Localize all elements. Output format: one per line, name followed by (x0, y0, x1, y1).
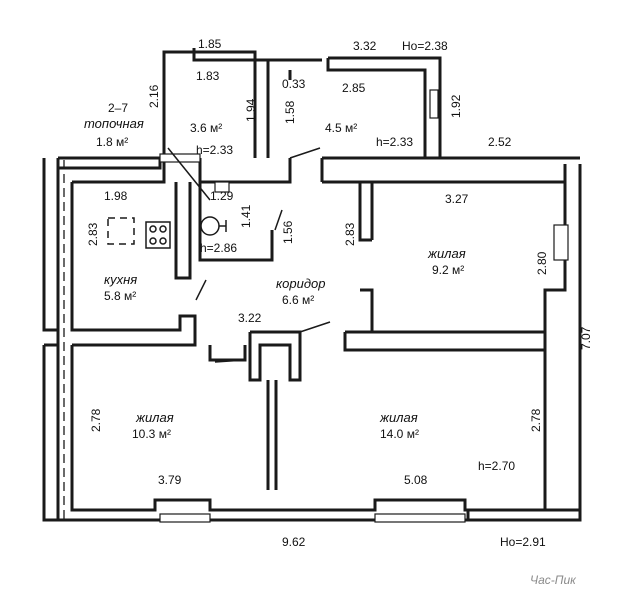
room-bath-area: 3.6 м² (190, 121, 222, 135)
dim-1-98: 1.98 (104, 189, 128, 203)
dim-2-78-left: 2.78 (89, 408, 103, 432)
dim-3-32: 3.32 (353, 39, 377, 53)
dim-1-92: 1.92 (449, 94, 463, 118)
dim-9-62: 9.62 (282, 535, 306, 549)
room-topochnaya-area: 1.8 м² (96, 135, 128, 149)
room-wc-area: 4.5 м² (325, 121, 357, 135)
dim-1-29: 1.29 (210, 189, 234, 203)
dim-2-80: 2.80 (535, 251, 549, 275)
dim-7-07: 7.07 (579, 326, 593, 350)
room-living1-area: 9.2 м² (432, 263, 464, 277)
boiler-icon (200, 216, 227, 236)
interior-walls (70, 158, 547, 512)
dim-1-85: 1.85 (198, 37, 222, 51)
dim-2-83-kitchen: 2.83 (86, 222, 100, 246)
dim-3-79: 3.79 (158, 473, 182, 487)
dim-2-16: 2.16 (147, 84, 161, 108)
dimension-labels: 1.85 1.83 2.16 3.32 Hо=2.38 0.33 2.85 1.… (86, 37, 593, 549)
room-topochnaya-name: топочная (84, 116, 144, 131)
dim-1-56: 1.56 (281, 220, 295, 244)
room-living2-area: 10.3 м² (132, 427, 171, 441)
room-living3-area: 14.0 м² (380, 427, 419, 441)
room-kitchen-name: кухня (104, 272, 137, 287)
room-living3-name: жилая (379, 410, 418, 425)
room-corridor-area: 6.6 м² (282, 293, 314, 307)
dim-3-27: 3.27 (445, 192, 469, 206)
door-swings (167, 147, 331, 363)
dim-h-2-86: h=2.86 (200, 241, 237, 255)
dim-1-94: 1.94 (244, 98, 258, 122)
dim-2-83-corridor: 2.83 (343, 222, 357, 246)
watermark-text: Час-Пик (530, 573, 577, 587)
dim-2-85: 2.85 (342, 81, 366, 95)
dim-1-83: 1.83 (196, 69, 220, 83)
windows (159, 89, 569, 523)
sink-icon (107, 217, 135, 245)
dim-1-41: 1.41 (239, 204, 253, 228)
dim-3-22: 3.22 (238, 311, 262, 325)
dim-h-2-33-wc: h=2.33 (376, 135, 413, 149)
dim-5-08: 5.08 (404, 473, 428, 487)
dim-1-58: 1.58 (283, 100, 297, 124)
dim-2-52: 2.52 (488, 135, 512, 149)
dim-0-33: 0.33 (282, 77, 306, 91)
dim-ho-2-38: Hо=2.38 (402, 39, 448, 53)
room-topochnaya-number: 2–7 (108, 101, 128, 115)
dim-h-2-33-bath: h=2.33 (196, 143, 233, 157)
dim-ho-2-91: Hо=2.91 (500, 535, 546, 549)
dim-2-78-right: 2.78 (529, 408, 543, 432)
room-kitchen-area: 5.8 м² (104, 289, 136, 303)
dim-h-2-70: h=2.70 (478, 459, 515, 473)
room-corridor-name: коридор (276, 276, 325, 291)
stove-icon (145, 221, 171, 249)
annex-walls (162, 48, 442, 158)
room-living2-name: жилая (135, 410, 174, 425)
room-labels: 2–7 топочная 1.8 м² 3.6 м² 4.5 м² кухня … (84, 101, 466, 441)
room-living1-name: жилая (427, 246, 466, 261)
